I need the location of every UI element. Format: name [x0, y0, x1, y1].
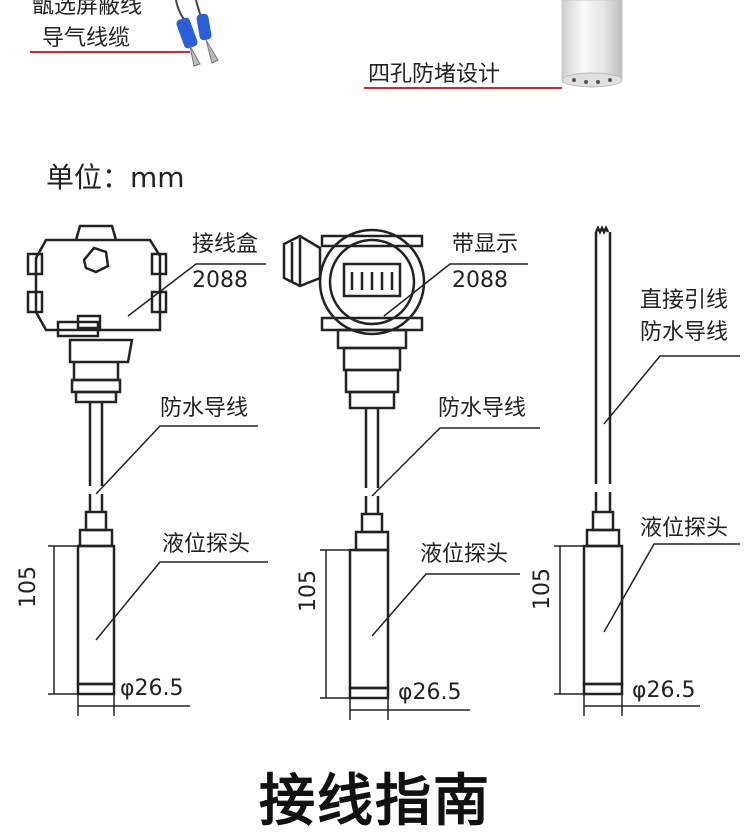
height-dim-1: 105	[16, 566, 41, 608]
display-housing-drawing	[282, 228, 426, 700]
height-dim-3: 105	[530, 568, 555, 610]
leader-lines-2	[371, 263, 540, 637]
housing-label-1a: 接线盒	[192, 232, 259, 257]
housing-label-1b: 2088	[192, 268, 248, 293]
dimension-lines-3	[554, 545, 700, 716]
probe-label-2: 液位探头	[420, 542, 509, 567]
dimension-lines-2	[320, 549, 470, 720]
housing-label-2a: 带显示	[452, 232, 519, 257]
direct-lead-drawing	[582, 225, 624, 696]
cable-label-line2: 导气线缆	[42, 26, 131, 51]
cable-label-1: 防水导线	[160, 396, 249, 421]
unit-label: 单位：mm	[46, 161, 185, 194]
dimension-lines-1	[48, 545, 190, 716]
diameter-dim-2: φ26.5	[398, 680, 462, 705]
terminal-lug-photo	[175, 0, 219, 67]
probe-label-1: 液位探头	[162, 532, 251, 557]
lead-label-3b: 防水导线	[640, 320, 729, 345]
cable-label-line1: 甑选屏蔽线	[32, 0, 143, 19]
probe-design-label: 四孔防堵设计	[368, 62, 501, 87]
probe-photo	[561, 0, 623, 88]
junction-box-drawing	[26, 224, 168, 696]
cable-label-2: 防水导线	[438, 396, 527, 421]
housing-label-2b: 2088	[452, 268, 508, 293]
leader-lines-3	[603, 355, 740, 633]
diameter-dim-3: φ26.5	[632, 678, 696, 703]
probe-label-3: 液位探头	[640, 516, 729, 541]
lead-label-3a: 直接引线	[640, 288, 729, 313]
height-dim-2: 105	[296, 570, 321, 612]
diameter-dim-1: φ26.5	[120, 676, 184, 701]
section-title: 接线指南	[259, 769, 491, 834]
leader-lines-1	[95, 263, 268, 641]
